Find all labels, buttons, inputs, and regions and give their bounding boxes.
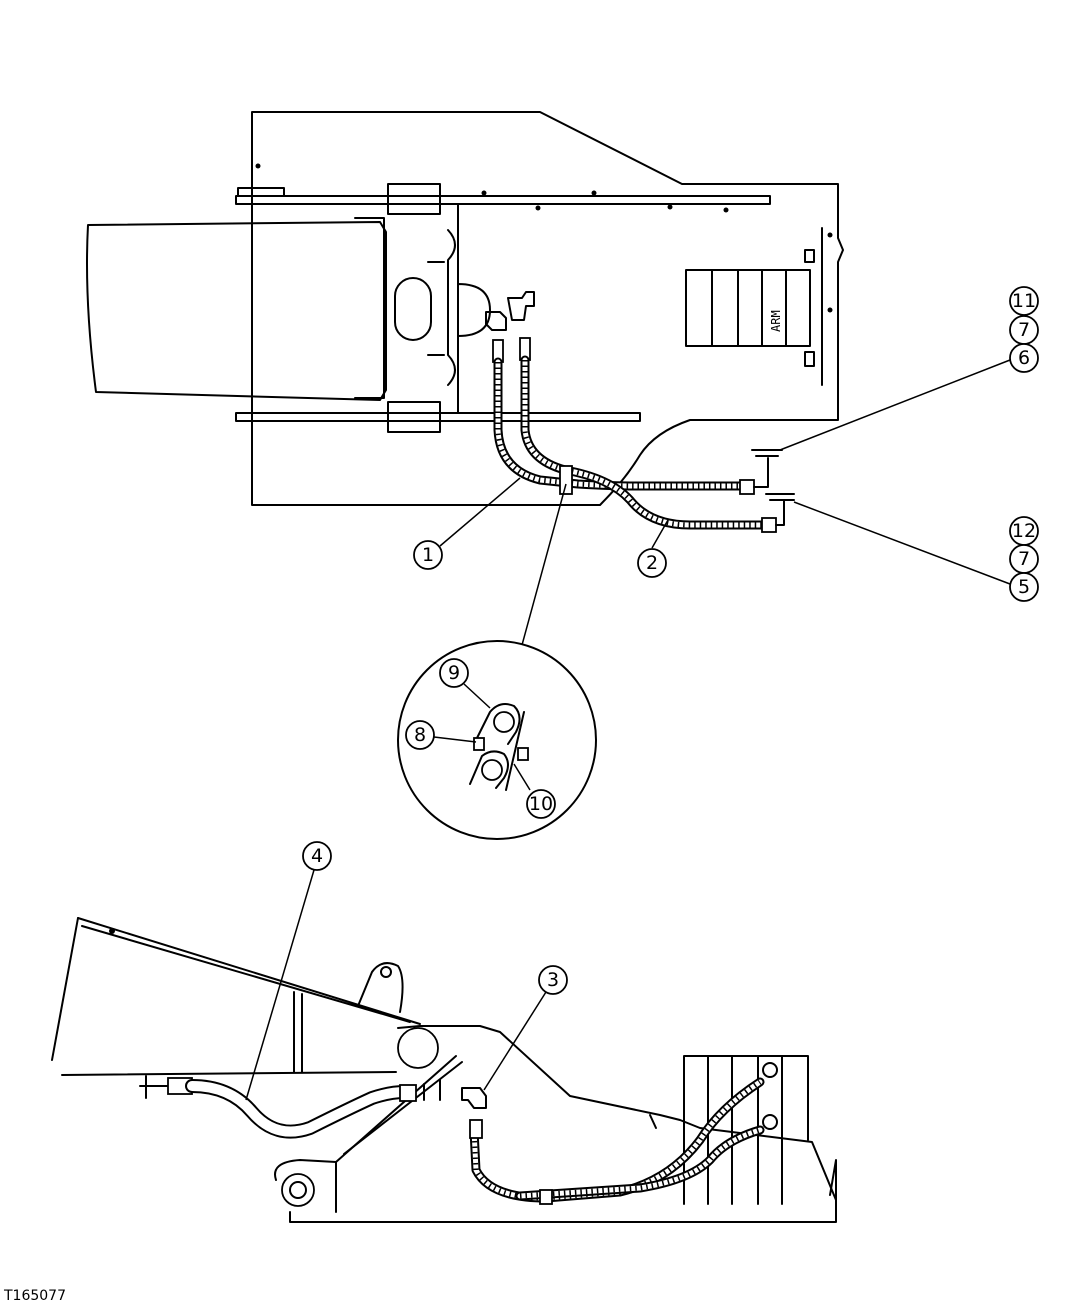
boom-upper-edge xyxy=(77,917,421,1025)
arm-body-outline xyxy=(251,111,844,506)
callout-12: 12 xyxy=(1012,520,1036,542)
callout-10: 10 xyxy=(529,793,553,815)
boom-lower-edge xyxy=(51,917,397,1076)
arm-pin xyxy=(281,1173,315,1207)
boom-ear xyxy=(357,962,404,1013)
callout-8: 8 xyxy=(414,724,426,746)
arm-label: ARM xyxy=(769,310,783,332)
hose-clamp xyxy=(559,465,573,495)
lower-pin-boss xyxy=(387,401,441,433)
callout-7-lower: 7 xyxy=(1018,548,1030,570)
elbow-fitting-lower xyxy=(485,311,507,331)
clamp-lower xyxy=(469,750,509,789)
side-view: 4 3 xyxy=(51,841,837,1223)
callout-1: 1 xyxy=(422,544,434,566)
lower-rail xyxy=(235,412,641,422)
leader-detail xyxy=(521,483,567,646)
clamp-nut xyxy=(517,747,529,761)
upper-pin-boss xyxy=(387,183,441,215)
leader-2 xyxy=(651,519,669,549)
top-view: ARM 1 2 11 7 6 12 7 5 xyxy=(86,111,1039,646)
leader-5 xyxy=(793,501,1011,585)
upper-rail xyxy=(235,195,771,205)
callout-11: 11 xyxy=(1012,290,1036,312)
clamp-bolt-head xyxy=(473,737,485,751)
clamp-hole-lower xyxy=(481,759,503,781)
leader-6 xyxy=(779,359,1011,451)
callout-4: 4 xyxy=(311,845,323,867)
elbow-6 xyxy=(753,455,779,488)
leader-4 xyxy=(245,869,315,1101)
fitting-3 xyxy=(461,1087,487,1109)
hose-2 xyxy=(520,355,767,530)
side-hose-upper xyxy=(515,1125,765,1201)
side-hose-lower xyxy=(469,1077,765,1203)
bracket-wall xyxy=(447,203,459,414)
arm-label-plate: ARM xyxy=(685,269,811,347)
clamp-plate xyxy=(505,711,525,791)
cylinder-slot xyxy=(394,277,432,341)
leader-1 xyxy=(439,477,521,547)
right-side-plate xyxy=(804,227,823,386)
fitting-5 xyxy=(761,517,777,533)
callout-2: 2 xyxy=(646,552,658,574)
arm-side-body xyxy=(274,1055,837,1223)
arm-head xyxy=(397,1025,837,1201)
clamp-hole-upper xyxy=(493,711,515,733)
boom-nose xyxy=(86,221,387,401)
ball-joint xyxy=(457,283,491,337)
fitting-6 xyxy=(739,479,755,495)
detail-circle xyxy=(397,640,597,840)
elbow-fitting-upper xyxy=(507,291,535,321)
callout-7-upper: 7 xyxy=(1018,319,1030,341)
callout-3: 3 xyxy=(547,969,559,991)
callout-6: 6 xyxy=(1018,347,1030,369)
leader-3 xyxy=(483,991,547,1091)
callout-5: 5 xyxy=(1018,576,1030,598)
callout-9: 9 xyxy=(448,662,460,684)
elbow-5 xyxy=(769,499,795,526)
hose-1 xyxy=(493,357,745,491)
clamp-upper xyxy=(475,703,521,745)
clamp-detail-view: 9 8 10 xyxy=(397,640,597,840)
hose-4 xyxy=(139,1075,441,1139)
reference-code: T165077 xyxy=(3,1288,66,1304)
boom-inner-bracket xyxy=(354,217,385,399)
left-upper-tab xyxy=(237,187,285,197)
pivot-pin xyxy=(397,1027,439,1069)
